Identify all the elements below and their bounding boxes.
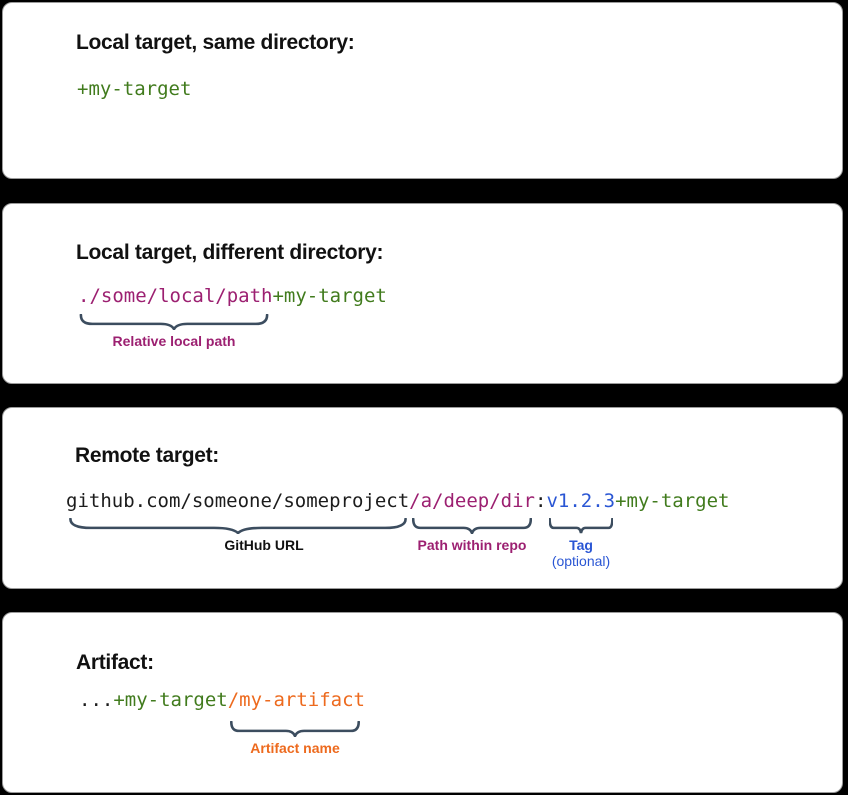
annotation-label: Tag: [569, 537, 593, 553]
underbrace-icon: [549, 518, 613, 534]
code-snippet: ./some/local/path+my-target: [78, 286, 387, 307]
card-artifact: Artifact: ...+my-target/my-artifact Arti…: [2, 612, 843, 793]
card-title: Local target, same directory:: [76, 31, 355, 54]
code-segment: ./some/local/path: [78, 285, 273, 307]
code-segment: +my-target: [272, 285, 387, 307]
annotation-label: Artifact name: [250, 740, 340, 756]
card-local-target-diff-dir: Local target, different directory: ./som…: [2, 203, 843, 384]
code-segment: v1.2.3: [546, 490, 616, 512]
annotation-tag: Tag (optional): [549, 518, 613, 569]
code-segment: github.com/someone/someproject: [66, 490, 410, 512]
code-segment: /a/deep/dir: [409, 490, 536, 512]
underbrace-icon: [67, 518, 409, 534]
code-segment: +my-target: [77, 78, 192, 100]
underbrace-icon: [79, 314, 269, 330]
card-title: Local target, different directory:: [76, 241, 384, 264]
card-title: Remote target:: [75, 444, 219, 467]
code-segment: :: [535, 490, 547, 512]
annotation-label: Path within repo: [417, 537, 527, 553]
card-remote-target: Remote target: github.com/someone/somepr…: [2, 407, 843, 589]
annotation-path-within-repo: Path within repo: [412, 518, 532, 553]
code-snippet: ...+my-target/my-artifact: [79, 690, 365, 711]
code-segment: +my-target: [615, 490, 730, 512]
card-title: Artifact:: [76, 651, 154, 674]
code-segment: ...: [79, 689, 114, 711]
underbrace-icon: [230, 721, 360, 737]
annotation-sublabel: (optional): [551, 553, 611, 570]
code-segment: /my-artifact: [227, 689, 365, 711]
code-segment: +my-target: [113, 689, 228, 711]
card-local-target-same-dir: Local target, same directory: +my-target: [2, 2, 843, 179]
code-snippet: +my-target: [77, 79, 191, 100]
code-snippet: github.com/someone/someproject/a/deep/di…: [66, 491, 730, 512]
annotation-relative-local-path: Relative local path: [79, 314, 269, 349]
annotation-label: Relative local path: [112, 333, 236, 349]
underbrace-icon: [412, 518, 532, 534]
annotation-artifact-name: Artifact name: [230, 721, 360, 756]
annotation-github-url: GitHub URL: [67, 518, 409, 553]
annotation-label: GitHub URL: [224, 537, 304, 553]
